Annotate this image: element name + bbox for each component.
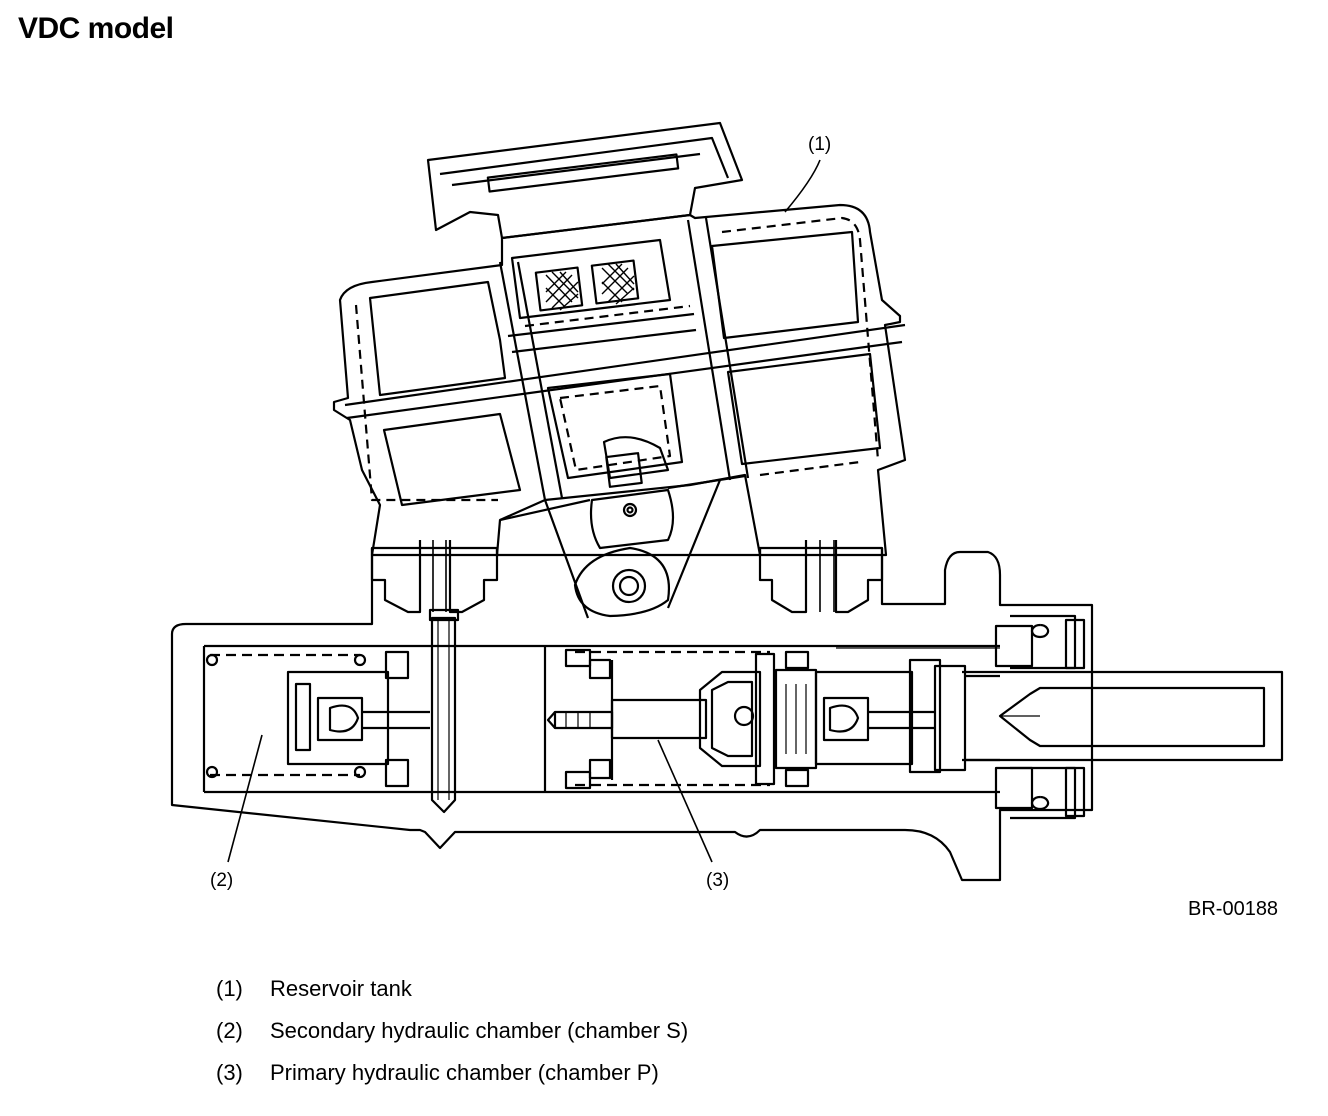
legend-label: Secondary hydraulic chamber (chamber S) — [270, 1018, 689, 1043]
master-cylinder-body — [170, 540, 1284, 882]
legend-label: Primary hydraulic chamber (chamber P) — [270, 1060, 659, 1085]
legend: (1) Reservoir tank (2) Secondary hydraul… — [216, 968, 688, 1094]
legend-number: (2) — [216, 1018, 243, 1043]
callout-3: (3) — [706, 870, 729, 891]
legend-item: (1) Reservoir tank — [216, 968, 688, 1010]
legend-number: (3) — [216, 1060, 243, 1085]
reservoir-tank — [332, 121, 907, 619]
legend-item: (3) Primary hydraulic chamber (chamber P… — [216, 1052, 688, 1094]
callout-1: (1) — [808, 134, 831, 155]
leader-line-1 — [784, 159, 821, 213]
legend-item: (2) Secondary hydraulic chamber (chamber… — [216, 1010, 688, 1052]
callout-2: (2) — [210, 870, 233, 891]
leader-line-3 — [657, 739, 713, 863]
legend-label: Reservoir tank — [270, 976, 412, 1001]
figure-id: BR-00188 — [1188, 898, 1279, 920]
legend-number: (1) — [216, 976, 243, 1001]
leader-line-2 — [227, 734, 263, 863]
page-title: VDC model — [18, 12, 174, 45]
